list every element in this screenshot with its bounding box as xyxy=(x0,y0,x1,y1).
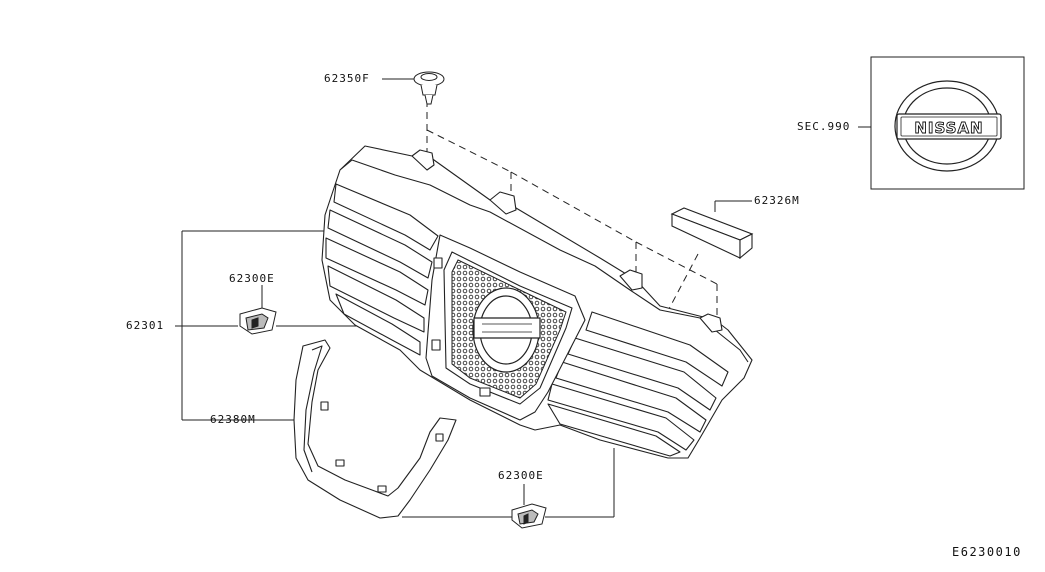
lower-trim-62380m xyxy=(293,339,457,519)
label-62326m: 62326M xyxy=(754,194,800,207)
nissan-badge: NISSAN xyxy=(894,80,1002,172)
label-62350f: 62350F xyxy=(324,72,370,85)
grille-emblem xyxy=(472,287,541,373)
diagram-reference-code: E6230010 xyxy=(952,545,1022,559)
clip-62350f xyxy=(413,71,445,105)
clip-62300e-bottom xyxy=(511,503,547,529)
label-62300e-top: 62300E xyxy=(229,272,275,285)
dashed-guide-lines xyxy=(426,100,718,327)
clip-62300e-top xyxy=(239,307,277,335)
label-62380m: 62380M xyxy=(210,413,256,426)
emblem-text: NISSAN xyxy=(914,119,983,137)
label-sec990: SEC.990 xyxy=(797,120,851,133)
bracket-62326m xyxy=(670,207,754,260)
label-62300e-bottom: 62300E xyxy=(498,469,544,482)
label-62301: 62301 xyxy=(126,319,165,332)
